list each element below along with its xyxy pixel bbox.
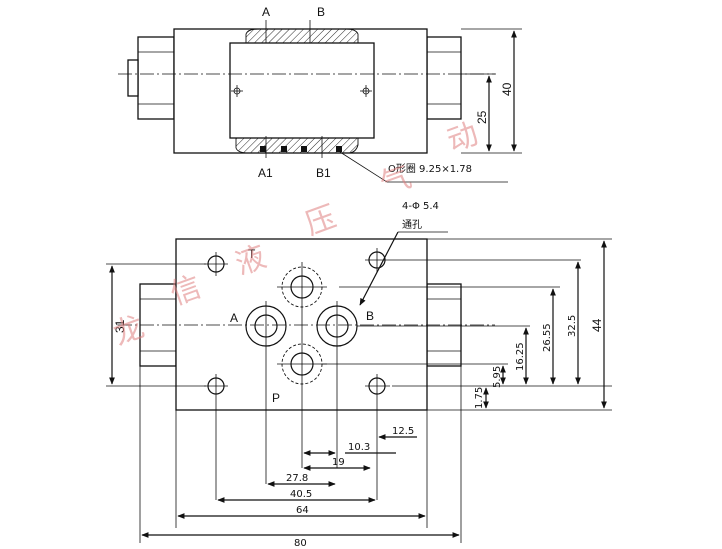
top-view: A B A1 B1 O形圈 9.25×1.78 40 25 xyxy=(118,5,522,183)
dim-19: 19 xyxy=(332,457,345,468)
top-inner-plate xyxy=(229,42,375,139)
oring-label: O形圈 9.25×1.78 xyxy=(388,163,472,175)
plate-mark-right xyxy=(360,85,372,97)
seal-2 xyxy=(281,146,287,152)
dim-16-25: 16.25 xyxy=(515,342,526,371)
seal-1 xyxy=(260,146,266,152)
dim-25: 25 xyxy=(475,110,489,124)
dim-64: 64 xyxy=(296,505,309,516)
port-a xyxy=(245,301,287,484)
top-section-upper xyxy=(245,28,359,44)
top-port-b1: B1 xyxy=(316,166,331,180)
mount-hole-br xyxy=(365,374,390,500)
plan-port-a: A xyxy=(230,311,238,325)
left-nut xyxy=(127,36,175,120)
dim-32-5: 32.5 xyxy=(567,315,578,337)
dim-5-95: 5.95 xyxy=(492,366,503,388)
plate-mark-left xyxy=(231,85,243,97)
top-section-lower xyxy=(235,137,359,154)
plan-port-p: P xyxy=(272,391,280,405)
dim-44: 44 xyxy=(590,318,604,332)
dim-27-8: 27.8 xyxy=(286,473,308,484)
dim-10-3: 10.3 xyxy=(348,442,370,453)
plan-view: T A B P 4-Φ 5.4 通孔 31 44 32.5 26.55 16.2… xyxy=(106,201,612,549)
top-port-b: B xyxy=(317,5,325,19)
dim-40: 40 xyxy=(500,82,514,96)
port-t xyxy=(277,262,327,468)
dim-12-5: 12.5 xyxy=(392,426,414,437)
mount-hole-tr xyxy=(365,248,581,272)
dim-80: 80 xyxy=(294,538,307,549)
seal-4 xyxy=(336,146,342,152)
dim-40-5: 40.5 xyxy=(290,489,312,500)
port-b xyxy=(316,301,358,468)
right-nut xyxy=(426,36,462,120)
plan-main-body xyxy=(175,238,428,411)
mount-hole-bl xyxy=(204,374,228,500)
hole-note-2: 通孔 xyxy=(402,219,422,231)
dim-26-55: 26.55 xyxy=(542,323,553,352)
plan-port-t: T xyxy=(248,247,256,261)
hole-note: 4-Φ 5.4 xyxy=(402,201,439,212)
watermark-char-4: 压 xyxy=(301,199,341,242)
top-port-a1: A1 xyxy=(258,166,273,180)
seal-3 xyxy=(301,146,307,152)
top-port-a: A xyxy=(262,5,270,19)
plan-port-b: B xyxy=(366,309,374,323)
mount-hole-tl xyxy=(204,252,228,276)
dim-1-75: 1.75 xyxy=(474,387,485,409)
dim-31: 31 xyxy=(113,319,127,333)
